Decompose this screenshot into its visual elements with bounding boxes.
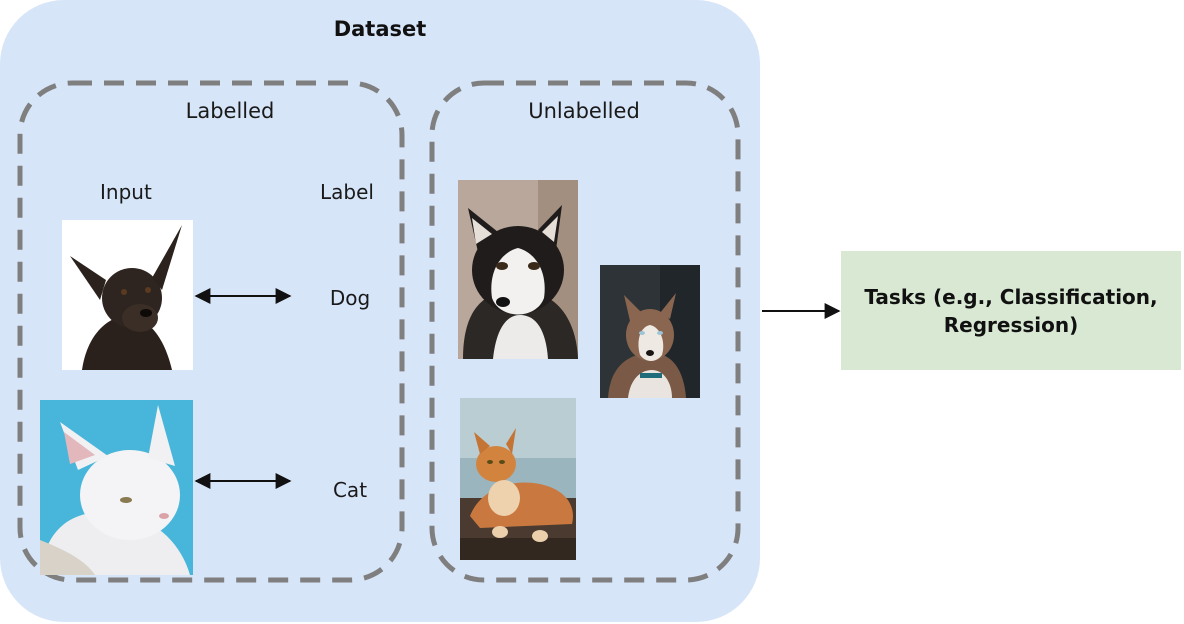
labelled-title: Labelled [185, 99, 275, 123]
dog-label: Dog [329, 286, 371, 310]
label-header: Label [320, 180, 374, 204]
dataset-title: Dataset [333, 17, 427, 41]
tasks-box: Tasks (e.g., Classification, Regression) [841, 251, 1181, 370]
cat-label: Cat [332, 478, 368, 502]
orange-cat-image [460, 398, 576, 560]
husky-image-2 [600, 265, 700, 398]
unlabelled-title: Unlabelled [528, 99, 640, 123]
cat-image [40, 400, 193, 575]
tasks-label: Tasks (e.g., Classification, Regression) [864, 284, 1158, 337]
dog-image [62, 220, 193, 370]
husky-image-1 [458, 180, 578, 359]
input-header: Input [100, 180, 152, 204]
